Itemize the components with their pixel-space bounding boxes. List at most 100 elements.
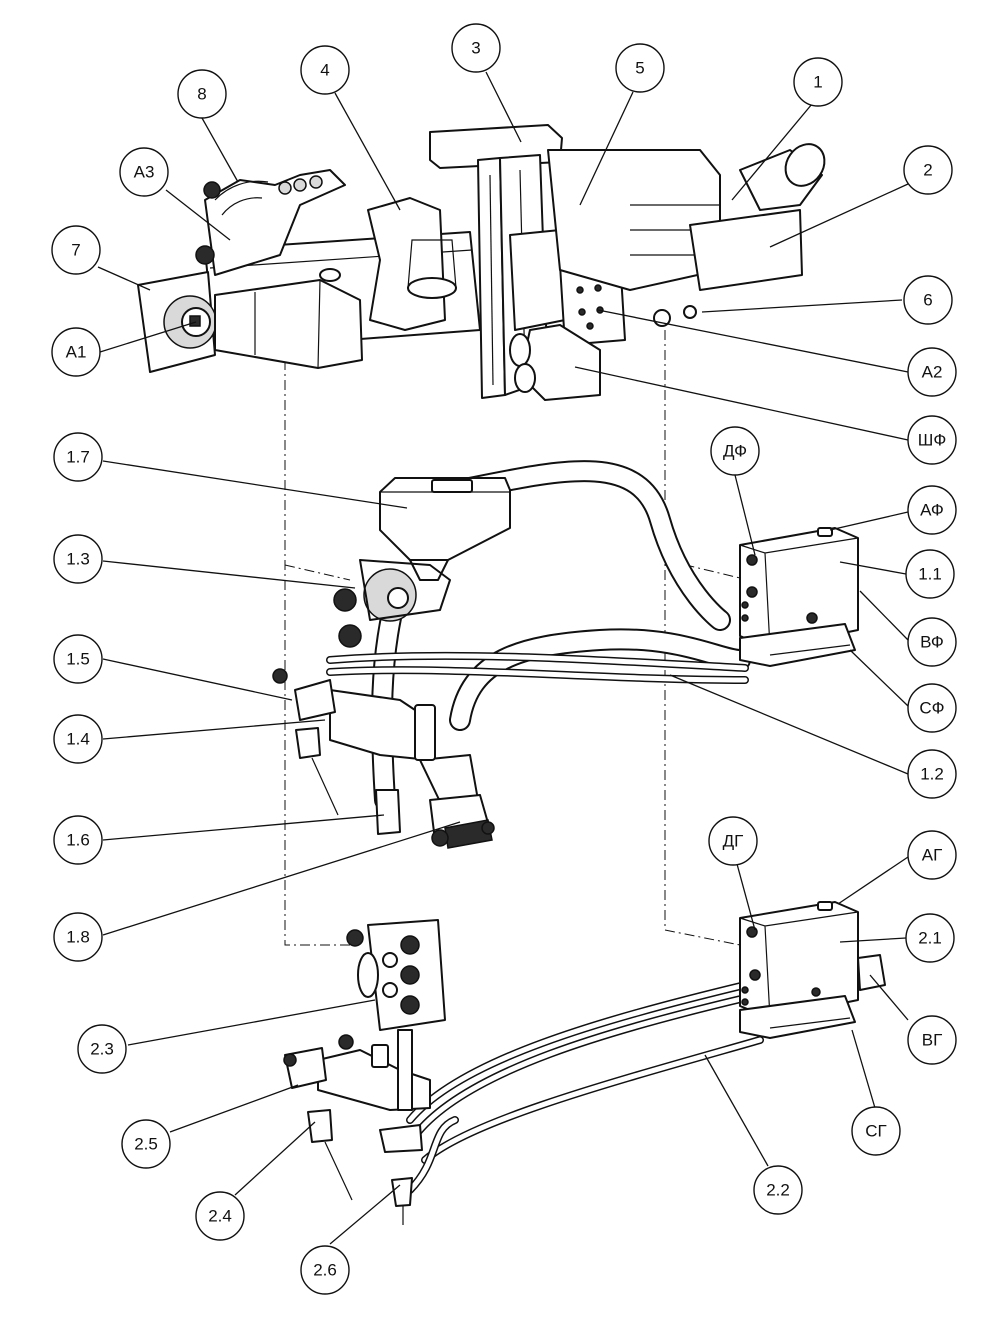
wire-feed-group <box>283 919 764 1225</box>
svg-text:ВФ: ВФ <box>920 633 944 652</box>
callout-af: АФ <box>907 485 957 535</box>
callout-1-7: 1.7 <box>53 432 103 482</box>
bracket-knob <box>195 245 215 265</box>
callout-6: 6 <box>903 275 953 325</box>
svg-text:ШФ: ШФ <box>918 431 947 450</box>
control-box-2-1 <box>739 901 886 1039</box>
cross-slide-body <box>547 149 721 291</box>
svg-text:5: 5 <box>635 59 644 78</box>
svg-text:2.6: 2.6 <box>313 1261 337 1280</box>
svg-text:6: 6 <box>923 291 932 310</box>
svg-text:1.8: 1.8 <box>66 928 90 947</box>
assembly-line-mid <box>664 559 741 579</box>
callout-8: 8 <box>177 69 227 119</box>
svg-text:7: 7 <box>71 241 80 260</box>
svg-text:СГ: СГ <box>865 1122 886 1141</box>
powder-feed-group <box>272 460 751 849</box>
box-2-1-body <box>739 901 859 1019</box>
torch-nozzle-2-6 <box>391 1177 413 1207</box>
callout-shf: ШФ <box>907 415 957 465</box>
svg-text:2.4: 2.4 <box>208 1207 232 1226</box>
callout-7: 7 <box>51 225 101 275</box>
svg-text:2: 2 <box>923 161 932 180</box>
assembly-line-head <box>284 564 351 581</box>
svg-text:СФ: СФ <box>919 699 944 718</box>
callout-dg: ДГ <box>708 816 758 866</box>
callout-2-4: 2.4 <box>195 1191 245 1241</box>
callout-vg: ВГ <box>907 1015 957 1065</box>
callout-4: 4 <box>300 45 350 95</box>
svg-text:1.4: 1.4 <box>66 730 90 749</box>
svg-text:1.5: 1.5 <box>66 650 90 669</box>
carriage-assembly <box>137 124 826 401</box>
callout-2-5: 2.5 <box>121 1119 171 1169</box>
leader-lines <box>97 71 909 1245</box>
callout-2-3: 2.3 <box>77 1024 127 1074</box>
svg-text:1.6: 1.6 <box>66 831 90 850</box>
callout-2-1: 2.1 <box>905 913 955 963</box>
fittings-vg <box>857 954 886 991</box>
wire-guide-1-4 <box>311 757 339 816</box>
callout-1: 1 <box>793 57 843 107</box>
svg-text:2.5: 2.5 <box>134 1135 158 1154</box>
box-1-1-base <box>739 623 856 667</box>
box-1-1-body <box>739 527 859 649</box>
cable-2-2-c <box>421 1036 764 1164</box>
svg-text:А3: А3 <box>134 163 155 182</box>
callout-a1: А1 <box>51 327 101 377</box>
wire-guide-2-4 <box>324 1141 353 1201</box>
svg-text:АФ: АФ <box>920 501 944 520</box>
callout-sf: СФ <box>907 683 957 733</box>
feeder-knob-1-3 <box>333 588 357 612</box>
svg-text:А2: А2 <box>922 363 943 382</box>
callout-2-2: 2.2 <box>753 1165 803 1215</box>
callouts: 1 2 3 4 5 6 7 8 А1 А2 А3 ШФ ДФ АФ 1.1 ВФ… <box>51 23 957 1295</box>
svg-text:ДФ: ДФ <box>723 442 747 461</box>
callout-1-2: 1.2 <box>907 749 957 799</box>
callout-a3: А3 <box>119 147 169 197</box>
svg-text:1.3: 1.3 <box>66 550 90 569</box>
torch-tube <box>397 1029 413 1111</box>
svg-text:4: 4 <box>320 61 329 80</box>
callout-vf: ВФ <box>907 617 957 667</box>
svg-text:1.2: 1.2 <box>920 765 944 784</box>
svg-text:8: 8 <box>197 85 206 104</box>
svg-text:1.7: 1.7 <box>66 448 90 467</box>
svg-text:ДГ: ДГ <box>723 832 744 851</box>
svg-text:2.3: 2.3 <box>90 1040 114 1059</box>
callout-df: ДФ <box>710 426 760 476</box>
callout-a2: А2 <box>907 347 957 397</box>
callout-1-1: 1.1 <box>905 549 955 599</box>
hopper-1-7 <box>379 477 511 561</box>
callout-ag: АГ <box>907 830 957 880</box>
svg-text:ВГ: ВГ <box>922 1031 943 1050</box>
callout-5: 5 <box>615 43 665 93</box>
callout-1-4: 1.4 <box>53 714 103 764</box>
motor-box <box>214 279 363 369</box>
svg-text:2.1: 2.1 <box>918 929 942 948</box>
callout-2-6: 2.6 <box>300 1245 350 1295</box>
callout-3: 3 <box>451 23 501 73</box>
callout-2: 2 <box>903 145 953 195</box>
clamp-1-5 <box>294 679 336 721</box>
callout-1-5: 1.5 <box>53 634 103 684</box>
assembly-line-left <box>284 360 355 946</box>
control-box-1-1 <box>739 527 859 667</box>
svg-text:А1: А1 <box>66 343 87 362</box>
callout-1-6: 1.6 <box>53 815 103 865</box>
motor-2 <box>689 209 803 291</box>
svg-text:3: 3 <box>471 39 480 58</box>
callout-1-3: 1.3 <box>53 534 103 584</box>
bracket-4 <box>367 197 446 331</box>
callout-1-8: 1.8 <box>53 912 103 962</box>
reel-knob <box>203 181 221 199</box>
callout-sg: СГ <box>851 1106 901 1156</box>
svg-text:1: 1 <box>813 73 822 92</box>
feeder-knob-2-3 <box>346 929 364 947</box>
cable-2-2-b <box>414 994 749 1136</box>
svg-text:АГ: АГ <box>922 846 943 865</box>
box-2-1-base <box>739 995 856 1039</box>
svg-text:1.1: 1.1 <box>918 565 942 584</box>
